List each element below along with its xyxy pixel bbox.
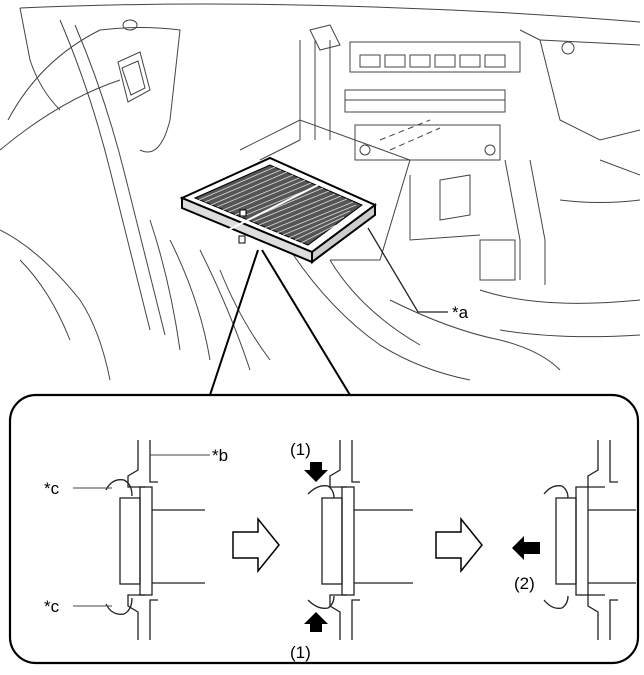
step-2-label: (2) xyxy=(514,574,535,593)
dashboard-scene xyxy=(0,3,641,381)
zoom-line-left xyxy=(209,249,259,396)
leader-a xyxy=(367,227,448,313)
arrow-next-2 xyxy=(435,516,483,574)
step-1-top-label: (1) xyxy=(290,440,311,459)
panel-1-initial xyxy=(73,440,210,640)
callout-c-bottom: *c xyxy=(44,597,60,616)
callout-a: *a xyxy=(452,303,469,322)
panel-2-press-claws xyxy=(304,440,413,640)
callout-c-top: *c xyxy=(44,479,60,498)
callout-b: *b xyxy=(212,446,228,465)
inset-box xyxy=(8,393,640,665)
panel-3-pull-out xyxy=(512,440,636,640)
arrow-next-1 xyxy=(232,516,280,574)
cabin-air-filter xyxy=(179,156,377,264)
step-1-bottom-label: (1) xyxy=(290,643,311,662)
zoom-line-right xyxy=(261,249,351,396)
